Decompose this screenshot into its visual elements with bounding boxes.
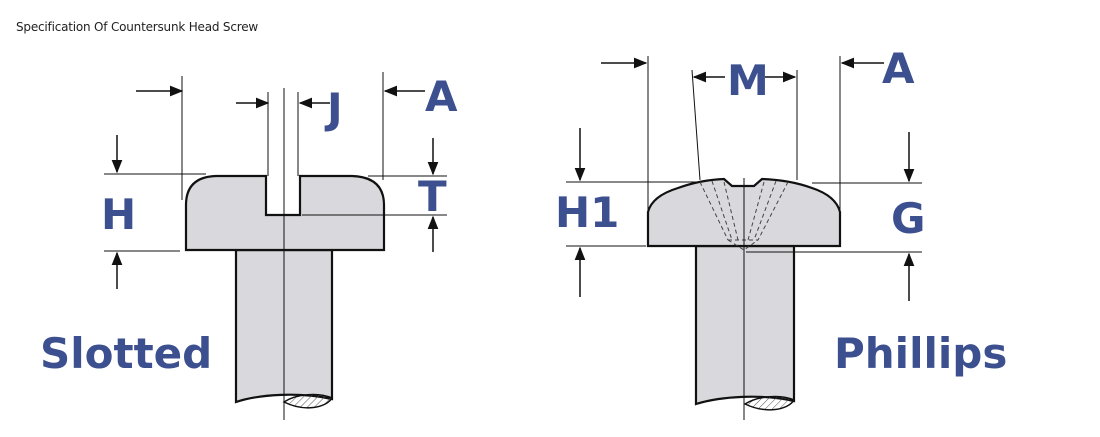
slotted-dim-a <box>136 72 425 200</box>
label-phillips: Phillips <box>834 329 1007 378</box>
phillips-dim-g <box>746 132 922 301</box>
phillips-shank-break <box>743 395 796 411</box>
slotted-dim-t <box>302 138 447 252</box>
phillips-shank <box>694 244 796 406</box>
phillips-recess <box>699 180 789 251</box>
label-a-slotted: A <box>425 72 458 121</box>
page-title: Specification Of Countersunk Head Screw <box>16 20 258 34</box>
label-t: T <box>418 172 447 221</box>
label-h: H <box>101 190 136 239</box>
slotted-head <box>184 174 386 252</box>
label-h1: H1 <box>555 188 619 237</box>
label-m: M <box>727 56 769 105</box>
label-slotted: Slotted <box>40 329 212 378</box>
label-a-phillips: A <box>882 44 915 93</box>
slotted-shank-break <box>282 393 334 409</box>
label-g: G <box>891 194 925 243</box>
phillips-dim-a <box>601 56 884 212</box>
phillips-screw <box>646 177 842 420</box>
slotted-dim-h <box>104 135 206 289</box>
phillips-dim-m <box>691 69 798 181</box>
slotted-dim-j <box>236 92 330 176</box>
phillips-dim-h1 <box>566 128 700 297</box>
label-j: J <box>324 84 343 133</box>
slotted-screw <box>184 88 386 420</box>
